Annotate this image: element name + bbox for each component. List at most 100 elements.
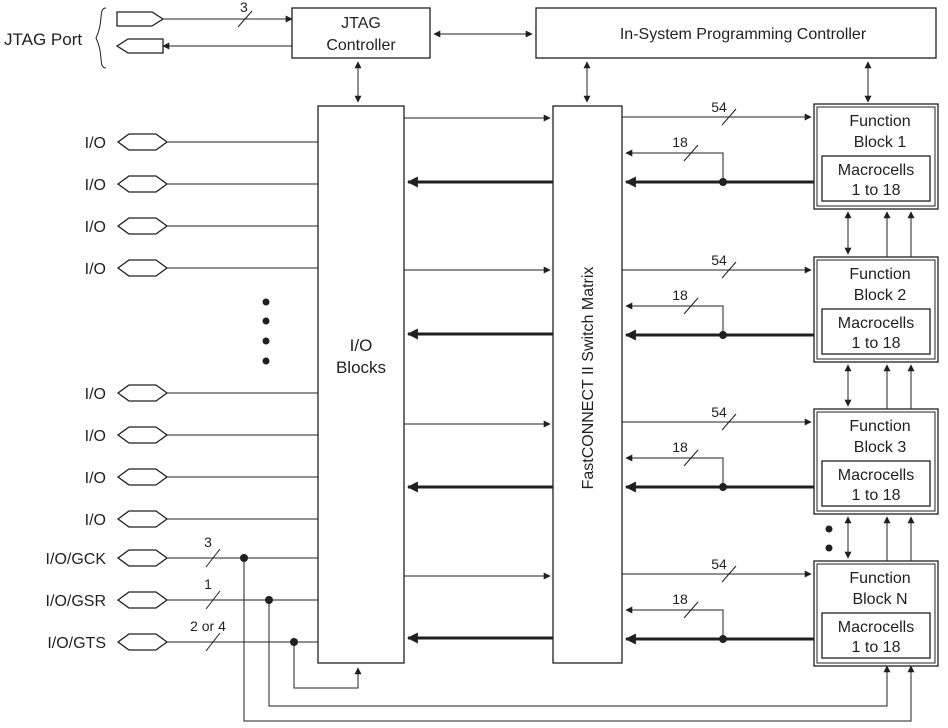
io-pin-top-1-pad bbox=[116, 133, 169, 151]
function-block-3-input-bus-width: 54 bbox=[711, 404, 727, 420]
function-block-3-feedback-bus bbox=[625, 454, 724, 487]
io-pin-bottom-1-pad bbox=[116, 384, 169, 402]
io-pin-top-2-pad bbox=[116, 175, 169, 193]
function-block-3-feedback-bus-width: 18 bbox=[672, 439, 688, 455]
io-blocks-line1: I/O bbox=[350, 336, 373, 355]
function-block-4-inner-border bbox=[816, 563, 936, 664]
io-pin-bottom-4-pad bbox=[116, 510, 169, 528]
function-block-2-title-line2: Block 2 bbox=[854, 287, 907, 304]
special-pin-1-label: I/O/GCK bbox=[46, 551, 107, 568]
jtag-port-brace bbox=[95, 7, 107, 69]
special-pin-3-bus-slash bbox=[205, 632, 221, 652]
jtag-port: JTAG Port 3 bbox=[4, 0, 293, 69]
io-continuation-dot-1 bbox=[262, 298, 270, 306]
function-block-1-macrocells-line2: 1 to 18 bbox=[852, 182, 901, 199]
function-block-4-feedback-bus bbox=[625, 606, 724, 639]
special-pin-2-pad bbox=[116, 591, 169, 609]
special-pin-1-bus-width: 3 bbox=[204, 534, 212, 550]
jtag-port-output-pin bbox=[116, 11, 165, 27]
switch-matrix: FastCONNECT II Switch Matrix bbox=[552, 105, 623, 664]
special-pin-2-bus-width: 1 bbox=[204, 576, 212, 592]
io-pin-top-3-label: I/O bbox=[85, 219, 106, 236]
isp-controller: In-System Programming Controller bbox=[535, 7, 937, 59]
function-block-1-feedback-bus bbox=[625, 149, 724, 182]
function-block-2-feedback-bus bbox=[625, 302, 724, 335]
function-block-1-feedback-bus-width: 18 bbox=[672, 134, 688, 150]
special-pin-1-bus-slash bbox=[205, 548, 221, 568]
jtag-controller: JTAG Controller bbox=[291, 7, 431, 59]
function-block-2-input-bus-width: 54 bbox=[711, 252, 727, 268]
io-pin-top-2-label: I/O bbox=[85, 177, 106, 194]
function-block-2-input-bus-slash bbox=[721, 261, 737, 279]
special-pin-3-pad bbox=[116, 633, 169, 651]
io-continuation-dot-2 bbox=[262, 317, 270, 325]
io-pin-top-4-pad bbox=[116, 259, 169, 277]
function-block-4-input-bus-width: 54 bbox=[711, 556, 727, 572]
function-block-2-feedback-bus-width: 18 bbox=[672, 287, 688, 303]
function-block-3-title-line1: Function bbox=[849, 418, 910, 435]
special-pin-2-bus-slash bbox=[205, 590, 221, 610]
io-pin-bottom-2-label: I/O bbox=[85, 428, 106, 445]
special-pin-3-label: I/O/GTS bbox=[47, 635, 106, 652]
io-pin-top-3-pad bbox=[116, 217, 169, 235]
gck-to-function-blocks bbox=[243, 558, 915, 722]
io-continuation-dot-4 bbox=[262, 357, 270, 365]
io-pin-bottom-4-label: I/O bbox=[85, 512, 106, 529]
jtag-port-label: JTAG Port bbox=[4, 30, 82, 49]
function-block-3-macrocells-line1: Macrocells bbox=[838, 467, 914, 484]
io-pin-top-4-label: I/O bbox=[85, 261, 106, 278]
function-block-3-input-bus-slash bbox=[721, 413, 737, 431]
io-pin-bottom-2-pad bbox=[116, 426, 169, 444]
io-continuation-dot-3 bbox=[262, 337, 270, 345]
function-block-4-feedback-bus-slash bbox=[683, 601, 699, 619]
switch-matrix-label: FastCONNECT II Switch Matrix bbox=[580, 267, 597, 490]
function-block-2-feedback-bus-slash bbox=[683, 297, 699, 315]
function-block-4-title-line1: Function bbox=[849, 570, 910, 587]
function-block-3-title-line2: Block 3 bbox=[854, 439, 907, 456]
fb-continuation-dot-1 bbox=[825, 525, 833, 533]
function-block-1-inner-border bbox=[816, 106, 936, 207]
fb-continuation-dot-2 bbox=[825, 544, 833, 552]
jtag-port-input-pin bbox=[115, 38, 164, 54]
special-pin-1-pad bbox=[116, 549, 169, 567]
function-block-1-input-bus-slash bbox=[721, 108, 737, 126]
function-block-4-macrocells-box bbox=[821, 612, 931, 659]
io-pin-top-1-label: I/O bbox=[85, 135, 106, 152]
function-block-2-macrocells-line1: Macrocells bbox=[838, 315, 914, 332]
function-block-4-title-line2: Block N bbox=[852, 591, 907, 608]
gts-to-io-blocks bbox=[293, 642, 362, 689]
function-block-4-feedback-bus-width: 18 bbox=[672, 591, 688, 607]
io-pins: I/O I/O I/O I/O I/O I/O I/O I/O I/O/GCK 3I/O/GSR 1… bbox=[46, 133, 318, 652]
function-block-2-title-line1: Function bbox=[849, 266, 910, 283]
io-buses bbox=[404, 114, 553, 644]
io-blocks: I/O Blocks bbox=[317, 105, 405, 664]
function-block-4-input-bus-slash bbox=[721, 565, 737, 583]
special-pin-2-label: I/O/GSR bbox=[46, 593, 106, 610]
isp-controller-label: In-System Programming Controller bbox=[620, 26, 867, 43]
function-block-4-macrocells-line2: 1 to 18 bbox=[852, 639, 901, 656]
function-block-1-title-line2: Block 1 bbox=[854, 134, 907, 151]
jtag-bus-width: 3 bbox=[240, 0, 248, 15]
function-block-1-macrocells-box bbox=[821, 155, 931, 202]
function-block-3-macrocells-box bbox=[821, 460, 931, 507]
function-block-1-title-line1: Function bbox=[849, 113, 910, 130]
io-blocks-line2: Blocks bbox=[336, 358, 386, 377]
special-pin-3-bus-width: 2 or 4 bbox=[190, 618, 226, 634]
function-block-2-inner-border bbox=[816, 259, 936, 360]
function-block-4-macrocells-line1: Macrocells bbox=[838, 619, 914, 636]
io-pin-bottom-1-label: I/O bbox=[85, 386, 106, 403]
function-block-3-inner-border bbox=[816, 411, 936, 512]
function-block-2-macrocells-line2: 1 to 18 bbox=[852, 335, 901, 352]
jtag-controller-line2: Controller bbox=[326, 37, 396, 54]
gsr-to-function-blocks bbox=[268, 600, 891, 707]
io-pin-bottom-3-label: I/O bbox=[85, 470, 106, 487]
function-block-3-macrocells-line2: 1 to 18 bbox=[852, 487, 901, 504]
jtag-controller-line1: JTAG bbox=[341, 15, 381, 32]
function-block-2-macrocells-box bbox=[821, 308, 931, 355]
io-pin-bottom-3-pad bbox=[116, 468, 169, 486]
